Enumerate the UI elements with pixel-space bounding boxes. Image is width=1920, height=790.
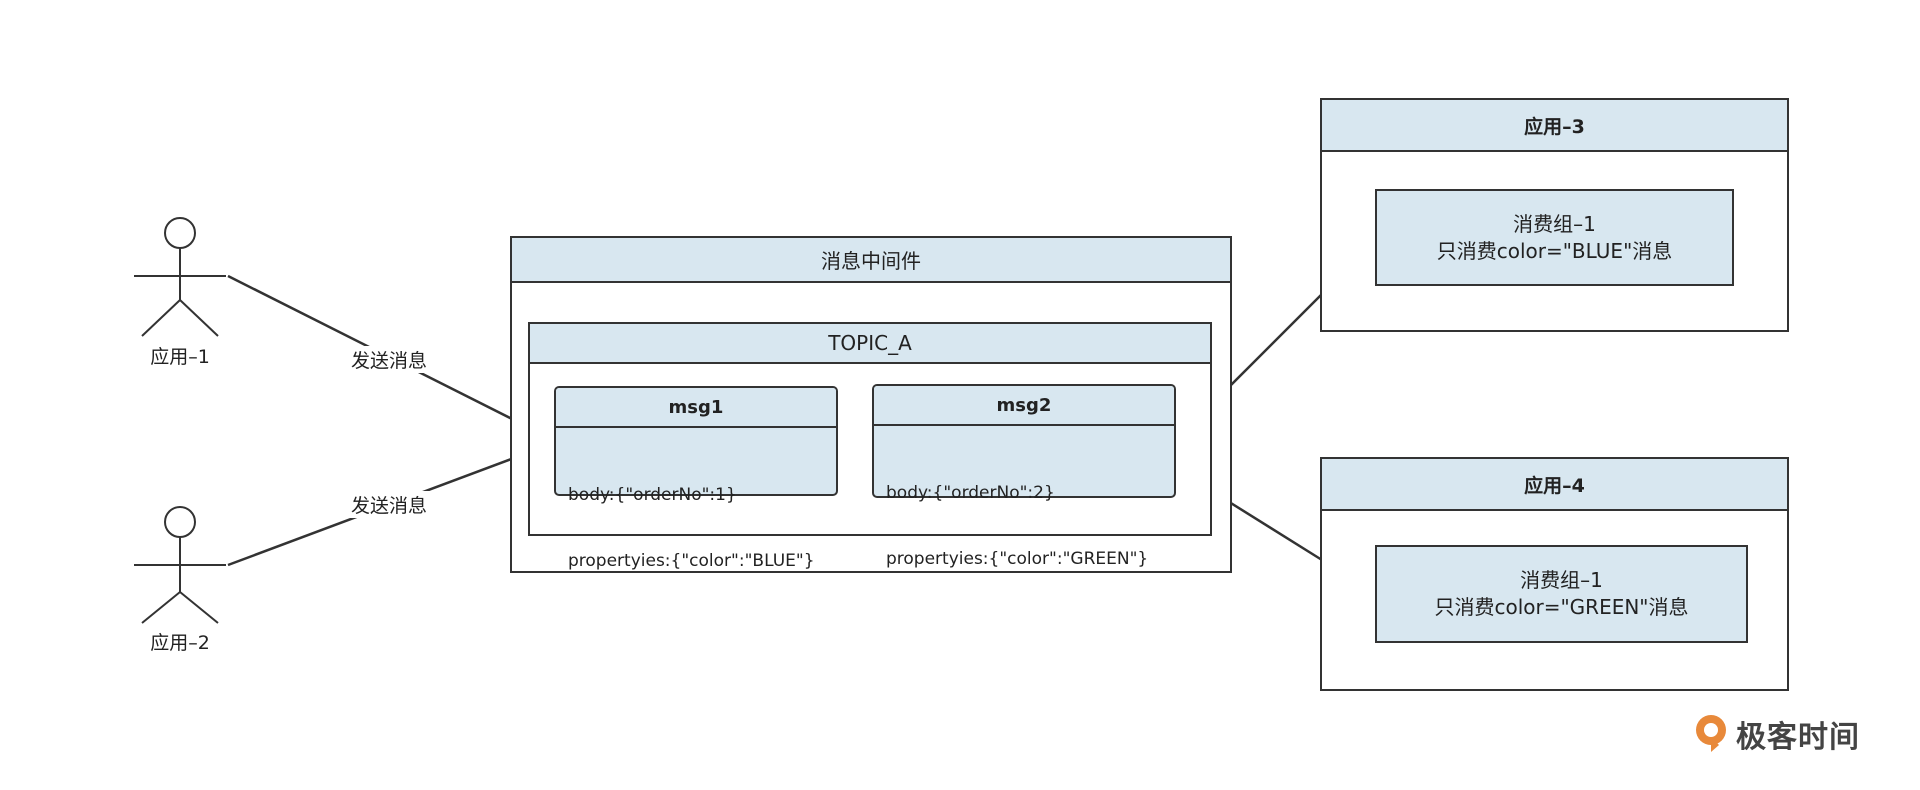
topic-title: TOPIC_A — [530, 324, 1210, 364]
consumer-app3-title: 应用–3 — [1322, 100, 1787, 152]
actor-app2-figure[interactable] — [134, 506, 226, 624]
message-properties-text: propertyies:{"color":"GREEN"} — [886, 549, 1149, 569]
message-card-msg2[interactable]: msg2 body:{"orderNo":2} propertyies:{"co… — [872, 384, 1176, 569]
message-body: body:{"orderNo":2} propertyies:{"color":… — [874, 426, 1174, 626]
message-title: msg2 — [874, 386, 1174, 426]
brand-logo-icon — [1696, 715, 1726, 752]
consumer-filter-rule: 只消费color="GREEN"消息 — [1434, 595, 1689, 619]
edge-label-send-1: 发送消息 — [343, 346, 435, 373]
consumer-group-name: 消费组–1 — [1520, 568, 1603, 592]
actor-app2-label: 应用–2 — [150, 632, 210, 654]
consumer-group-box-1[interactable]: 消费组–1 只消费color="BLUE"消息 — [1375, 189, 1734, 286]
message-card-msg1[interactable]: msg1 body:{"orderNo":1} propertyies:{"co… — [554, 386, 838, 571]
brand-name: 极客时间 — [1736, 720, 1860, 755]
topic-box[interactable]: TOPIC_A — [528, 322, 1212, 536]
consumer-app4-title: 应用–4 — [1322, 459, 1787, 511]
message-body-text: body:{"orderNo":2} — [886, 483, 1055, 503]
message-title: msg1 — [556, 388, 836, 428]
message-body: body:{"orderNo":1} propertyies:{"color":… — [556, 428, 836, 628]
consumer-group-name: 消费组–1 — [1513, 211, 1596, 236]
middleware-title: 消息中间件 — [512, 238, 1230, 283]
message-properties-text: propertyies:{"color":"BLUE"} — [568, 551, 815, 571]
edge-label-send-2: 发送消息 — [343, 491, 435, 518]
consumer-group-box-2[interactable]: 消费组–1 只消费color="GREEN"消息 — [1375, 545, 1748, 643]
consumer-filter-rule: 只消费color="BLUE"消息 — [1436, 238, 1673, 263]
message-body-text: body:{"orderNo":1} — [568, 485, 737, 505]
actor-app1-figure[interactable] — [134, 217, 226, 337]
brand-logo: 极客时间 — [1692, 712, 1876, 756]
actor-app1-label: 应用–1 — [150, 346, 210, 368]
